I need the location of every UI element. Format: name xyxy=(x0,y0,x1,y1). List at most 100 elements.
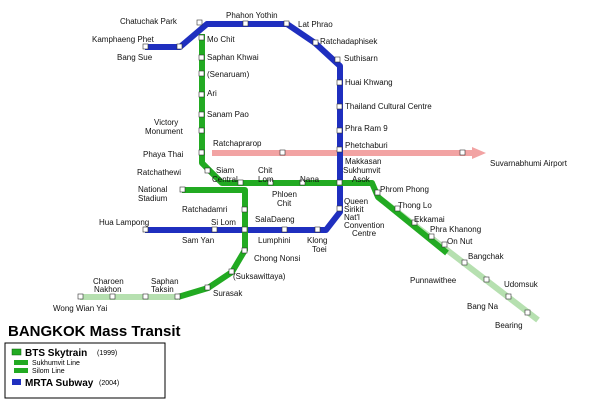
station-marker xyxy=(336,205,343,212)
label-bang-na: Bang Na xyxy=(467,302,499,311)
label-phloen-chit-line1: Phloen xyxy=(272,190,297,199)
mrta-subway-line xyxy=(145,21,343,233)
station-markers xyxy=(77,19,531,316)
station-marker xyxy=(334,56,341,63)
mrta-swatch xyxy=(12,379,21,385)
station-marker xyxy=(211,226,218,233)
station-marker xyxy=(198,70,205,77)
legend-sukhumvit: Sukhumvit Line xyxy=(32,360,80,367)
sukhumvit-swatch xyxy=(14,360,28,365)
label-senaruam: (Senaruam) xyxy=(207,70,250,79)
label-surasak: Surasak xyxy=(213,289,243,298)
bts-swatch xyxy=(11,348,22,356)
station-marker xyxy=(241,247,248,254)
legend-mrta: MRTA Subway xyxy=(25,378,94,389)
label-saphan-taksin-line2: Taksin xyxy=(151,285,174,294)
legend-bts: BTS Skytrain xyxy=(25,348,87,359)
station-marker xyxy=(374,189,381,196)
station-marker xyxy=(336,127,343,134)
label-qsncc-line1: Queen xyxy=(344,197,368,206)
label-phrom-phong: Phrom Phong xyxy=(380,185,429,194)
label-huai-khwang: Huai Khwang xyxy=(345,78,393,87)
label-qsncc-line3: Nat'l xyxy=(344,213,360,222)
station-marker xyxy=(198,127,205,134)
station-marker xyxy=(299,179,306,186)
station-marker xyxy=(524,309,531,316)
station-marker xyxy=(198,54,205,61)
station-marker xyxy=(336,103,343,110)
station-marker xyxy=(242,20,249,27)
station-marker xyxy=(441,241,448,248)
label-punnawithee: Punnawithee xyxy=(410,276,457,285)
label-national-stadium-line1: National xyxy=(138,185,168,194)
station-marker xyxy=(77,293,84,300)
legend-box xyxy=(4,342,166,399)
station-marker xyxy=(281,226,288,233)
label-phaya-thai: Phaya Thai xyxy=(143,150,184,159)
label-siam-line1: Siam xyxy=(216,166,235,175)
station-marker xyxy=(198,34,205,41)
station-marker xyxy=(109,293,116,300)
label-bearing: Bearing xyxy=(495,321,523,330)
station-marker xyxy=(241,226,248,233)
label-sala-daeng: SalaDaeng xyxy=(255,215,295,224)
label-si-lom: Si Lom xyxy=(211,218,236,227)
label-thailand-cultural-centre: Thailand Cultural Centre xyxy=(345,102,432,111)
station-marker xyxy=(142,226,149,233)
station-marker xyxy=(394,205,401,212)
label-khlong-toei-line2: Toei xyxy=(312,245,327,254)
map-title: BANGKOK Mass Transit xyxy=(8,323,181,340)
label-suvarnabhumi-airport: Suvarnabhumi Airport xyxy=(490,159,568,168)
label-asok: Asok xyxy=(352,175,371,184)
label-sukhumvit: Sukhumvit xyxy=(343,166,381,175)
label-udomsuk: Udomsuk xyxy=(504,280,539,289)
label-ratchadamri: Ratchadamri xyxy=(182,205,228,214)
label-chong-nonsi: Chong Nonsi xyxy=(254,254,300,263)
bts-silom-line xyxy=(177,187,248,300)
label-mo-chit: Mo Chit xyxy=(207,35,235,44)
label-kamphaeng-phet: Kamphaeng Phet xyxy=(92,35,155,44)
station-marker xyxy=(428,233,435,240)
station-marker xyxy=(505,293,512,300)
station-marker xyxy=(411,219,418,226)
station-marker xyxy=(176,43,183,50)
label-phra-ram-9: Phra Ram 9 xyxy=(345,124,388,133)
label-saphan-taksin-line1: Saphan xyxy=(151,277,179,286)
label-saphan-khwai: Saphan Khwai xyxy=(207,53,259,62)
silom-swatch xyxy=(14,368,28,373)
station-marker xyxy=(241,206,248,213)
label-chatuchak-park: Chatuchak Park xyxy=(120,17,178,26)
station-marker xyxy=(461,259,468,266)
label-phahon-yothin: Phahon Yothin xyxy=(226,11,278,20)
label-ratchathewi: Ratchathewi xyxy=(137,168,181,177)
station-marker xyxy=(279,149,286,156)
label-qsncc-line2: Sirikit xyxy=(344,205,364,214)
label-phloen-chit-line2: Chit xyxy=(277,199,292,208)
label-ekkamai: Ekkamai xyxy=(414,215,445,224)
label-phetchaburi: Phetchaburi xyxy=(345,141,388,150)
label-ratchadaphisek: Ratchadaphisek xyxy=(320,37,378,46)
station-marker xyxy=(237,179,244,186)
label-siam-line2: Central xyxy=(212,175,238,184)
station-marker xyxy=(204,284,211,291)
station-marker xyxy=(314,226,321,233)
station-marker xyxy=(198,91,205,98)
label-sam-yan: Sam Yan xyxy=(182,236,214,245)
label-suthisarn: Suthisarn xyxy=(344,54,378,63)
airport-arrow xyxy=(472,147,486,159)
legend: BTS Skytrain (1999) Sukhumvit Line Silom… xyxy=(4,342,166,399)
station-marker xyxy=(336,179,343,186)
station-labels: Chatuchak Park Phahon Yothin Lat Phrao K… xyxy=(53,11,568,330)
label-chit-lom-line1: Chit xyxy=(258,166,273,175)
station-marker xyxy=(228,268,235,275)
legend-mrta-year: (2004) xyxy=(99,380,119,387)
label-bang-sue: Bang Sue xyxy=(117,53,153,62)
label-phra-khanong: Phra Khanong xyxy=(430,225,481,234)
label-wong-wian-yai: Wong Wian Yai xyxy=(53,304,107,313)
label-lat-phrao: Lat Phrao xyxy=(298,20,333,29)
label-bangchak: Bangchak xyxy=(468,252,505,261)
label-qsncc-line5: Centre xyxy=(352,229,377,238)
label-lumphini: Lumphini xyxy=(258,236,291,245)
station-marker xyxy=(459,149,466,156)
